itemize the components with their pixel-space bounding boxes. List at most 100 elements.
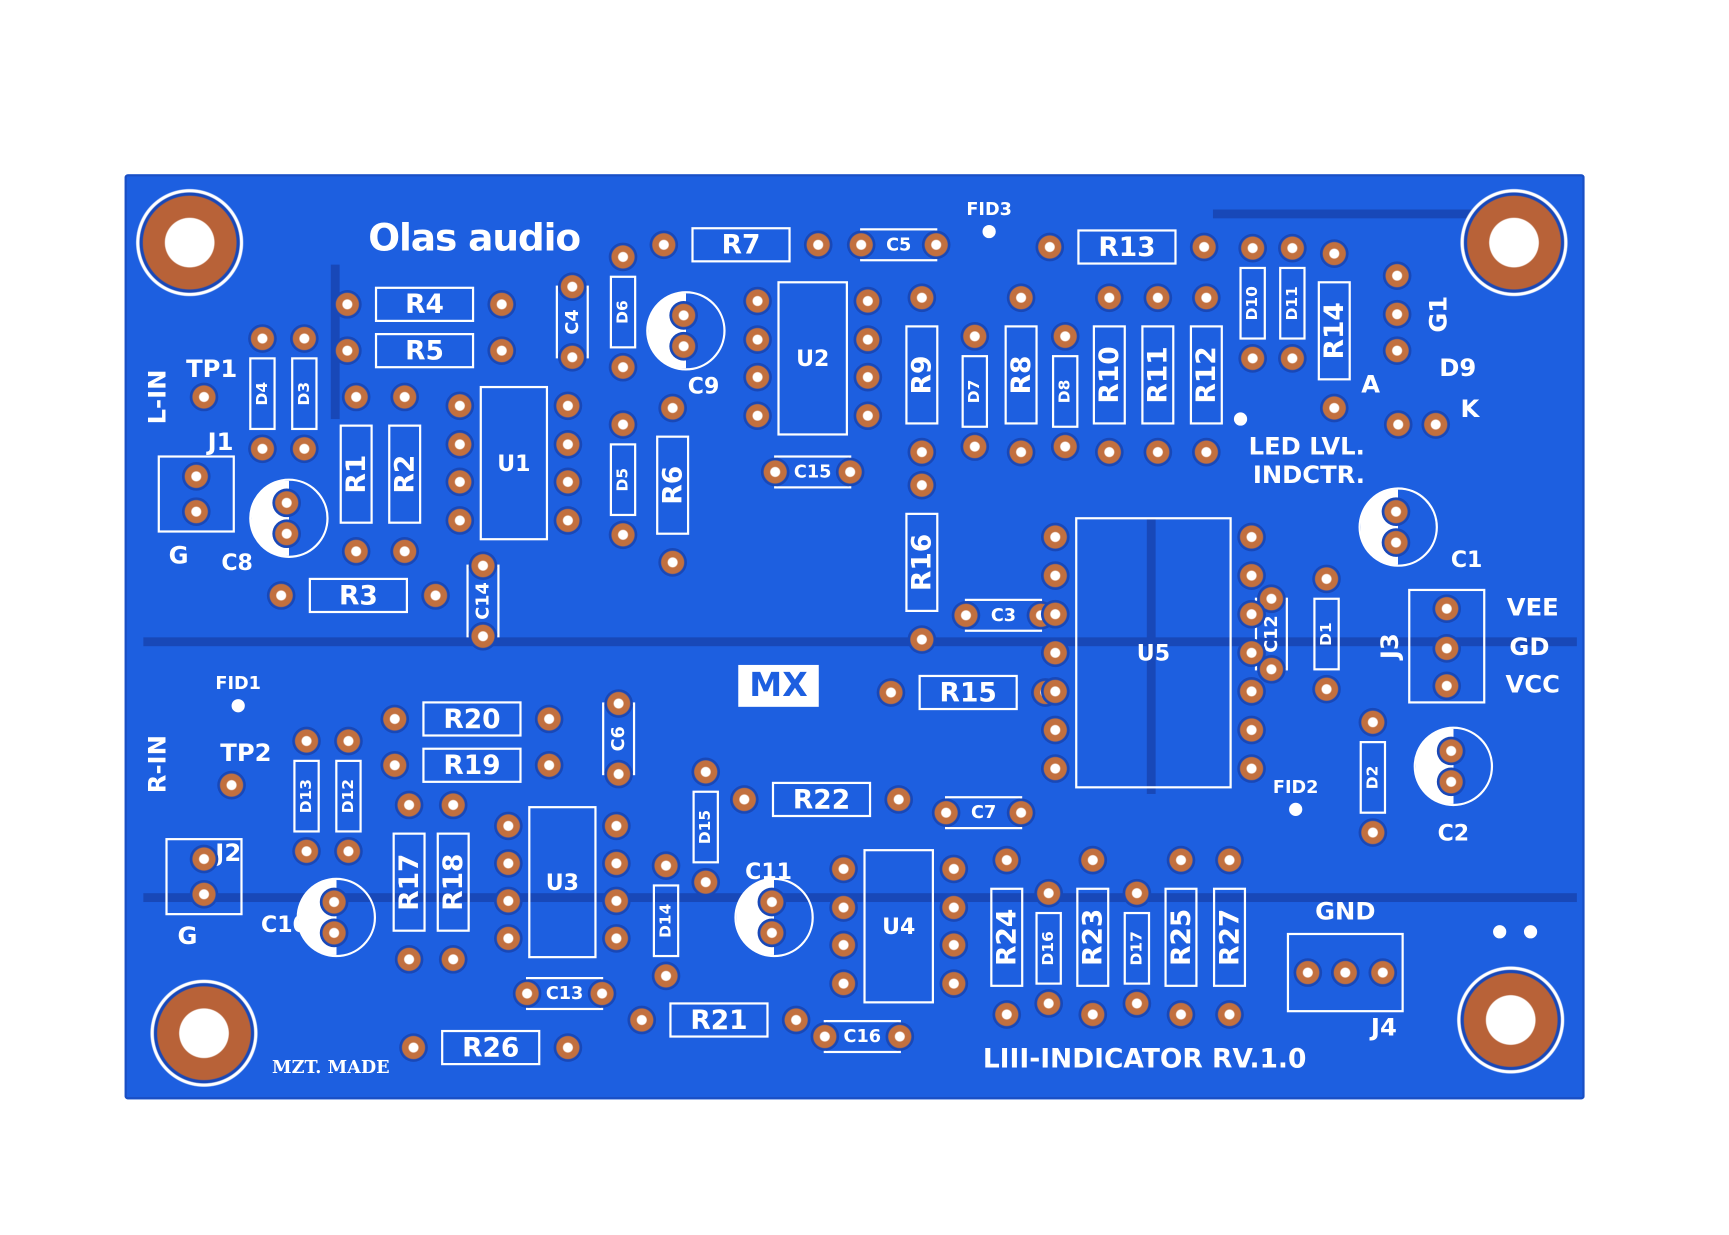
diode-d16 bbox=[1035, 911, 1062, 985]
diode-d4 bbox=[249, 357, 276, 431]
solder-pad bbox=[1050, 321, 1080, 351]
silkscreen-g: G bbox=[168, 542, 189, 571]
resistor-r1 bbox=[339, 424, 373, 524]
solder-pad bbox=[1432, 634, 1462, 663]
diode-d7 bbox=[961, 355, 989, 428]
solder-pad bbox=[669, 331, 699, 361]
solder-pad bbox=[380, 750, 410, 780]
solder-pad bbox=[341, 382, 371, 412]
solder-pad bbox=[1192, 283, 1221, 313]
ic-u1 bbox=[479, 385, 549, 541]
solder-pad bbox=[553, 506, 583, 535]
diode-label: D17 bbox=[1128, 931, 1146, 966]
solder-pad bbox=[835, 457, 865, 487]
diode-label: D4 bbox=[253, 381, 272, 406]
resistor-label: R5 bbox=[405, 335, 444, 367]
solder-pad bbox=[394, 790, 424, 820]
diode-d8 bbox=[1051, 355, 1079, 428]
diode-d15 bbox=[692, 790, 719, 864]
diode-label: D6 bbox=[614, 300, 632, 324]
silkscreen-r-in: R-IN bbox=[144, 735, 173, 794]
resistor-label: R12 bbox=[1190, 346, 1222, 404]
solder-pad bbox=[1312, 564, 1341, 594]
solder-pad bbox=[604, 689, 633, 718]
solder-pad bbox=[1237, 522, 1266, 552]
resistor-r5 bbox=[374, 333, 475, 369]
solder-pad bbox=[494, 924, 523, 953]
resistor-r8 bbox=[1004, 325, 1038, 425]
resistor-label: R24 bbox=[991, 908, 1023, 966]
connector-j4 bbox=[1286, 932, 1404, 1013]
silkscreen-vcc: VCC bbox=[1505, 671, 1560, 700]
solder-pad bbox=[649, 230, 679, 260]
capacitor-label: C1 bbox=[1450, 545, 1483, 573]
resistor-label: R15 bbox=[939, 677, 997, 708]
solder-pad bbox=[553, 391, 583, 421]
resistor-r20 bbox=[422, 701, 522, 737]
silkscreen-k: K bbox=[1460, 395, 1480, 424]
silkscreen-tp1: TP1 bbox=[186, 356, 238, 384]
solder-pad bbox=[1319, 393, 1349, 423]
solder-pad bbox=[757, 887, 787, 917]
resistor-label: R21 bbox=[690, 1004, 748, 1036]
silkscreen-indctr-: INDCTR. bbox=[1252, 462, 1365, 490]
resistor-label: R23 bbox=[1077, 908, 1109, 966]
solder-pad bbox=[1040, 715, 1070, 745]
solder-pad bbox=[803, 230, 833, 260]
capacitor-label: C11 bbox=[745, 857, 793, 885]
resistor-r26 bbox=[441, 1029, 541, 1066]
resistor-r11 bbox=[1141, 325, 1175, 425]
solder-pad bbox=[553, 429, 583, 459]
resistor-r15 bbox=[918, 674, 1018, 711]
ic-label: U1 bbox=[497, 449, 531, 477]
solder-pad bbox=[1094, 437, 1124, 467]
solder-pad bbox=[1368, 958, 1398, 987]
resistor-label: R8 bbox=[1005, 355, 1037, 395]
solder-pad bbox=[602, 811, 631, 841]
solder-pad bbox=[608, 410, 638, 439]
solder-pad bbox=[319, 887, 349, 917]
resistor-r13 bbox=[1077, 229, 1177, 265]
diode-label: D5 bbox=[614, 467, 632, 492]
silkscreen-j4: J4 bbox=[1370, 1014, 1397, 1043]
diode-d11 bbox=[1279, 266, 1306, 340]
diode-label: D16 bbox=[1039, 931, 1058, 966]
solder-pad bbox=[1358, 818, 1388, 847]
capacitor-label: C9 bbox=[687, 372, 720, 400]
solder-pad bbox=[1143, 283, 1173, 313]
diode-d1 bbox=[1313, 597, 1340, 671]
solder-pad bbox=[602, 924, 631, 953]
solder-pad bbox=[266, 581, 296, 610]
solder-pad bbox=[1215, 845, 1244, 875]
via bbox=[1233, 412, 1248, 426]
solder-pad bbox=[1034, 878, 1064, 908]
solder-pad bbox=[1381, 528, 1411, 557]
copper-trace bbox=[1212, 209, 1500, 219]
diode-label: D13 bbox=[297, 778, 316, 814]
resistor-label: R9 bbox=[906, 355, 938, 395]
diode-label: D8 bbox=[1056, 379, 1075, 404]
solder-pad bbox=[1358, 707, 1388, 737]
solder-pad bbox=[921, 230, 951, 260]
solder-pad bbox=[494, 811, 523, 841]
copper-trace bbox=[1146, 518, 1156, 794]
solder-pad bbox=[760, 457, 790, 487]
solder-pad bbox=[394, 945, 424, 974]
solder-pad bbox=[669, 301, 699, 330]
resistor-label: R1 bbox=[340, 454, 372, 494]
resistor-label: R6 bbox=[657, 465, 689, 505]
resistor-r4 bbox=[374, 286, 475, 322]
solder-pad bbox=[608, 520, 638, 550]
solder-pad bbox=[1238, 344, 1268, 373]
solder-pad bbox=[1034, 989, 1064, 1018]
solder-pad bbox=[334, 726, 363, 756]
resistor-label: R14 bbox=[1318, 302, 1350, 360]
solder-pad bbox=[729, 785, 759, 814]
mounting-hole bbox=[134, 187, 245, 298]
solder-pad bbox=[1312, 674, 1341, 704]
solder-pad bbox=[876, 678, 906, 707]
resistor-r12 bbox=[1189, 325, 1223, 425]
capacitor-label: C5 bbox=[886, 233, 912, 255]
solder-pad bbox=[1278, 344, 1307, 373]
solder-pad bbox=[1035, 232, 1065, 262]
